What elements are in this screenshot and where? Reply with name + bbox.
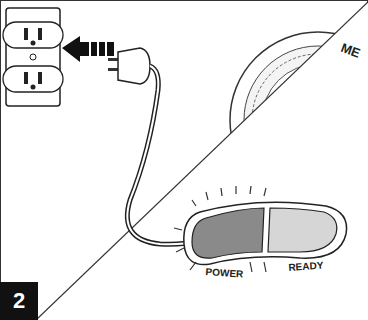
step-number: 2 <box>13 288 25 314</box>
wall-outlet <box>3 8 63 106</box>
indicator-lights <box>174 186 347 272</box>
insert-arrow <box>62 36 114 62</box>
step-number-box: 2 <box>0 282 38 320</box>
